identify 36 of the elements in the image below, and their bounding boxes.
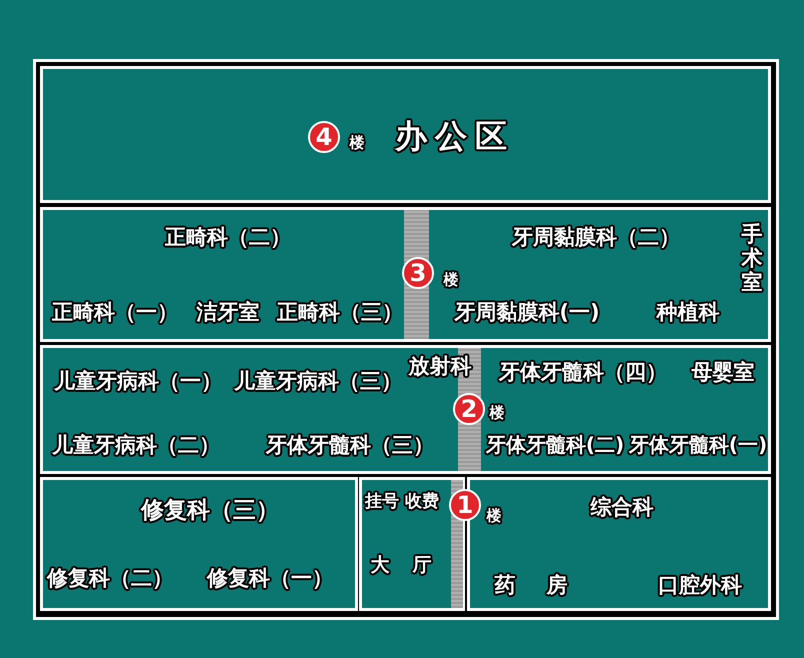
room-label: 牙体牙髓科（三） — [266, 432, 434, 459]
room-label: 修复科（三） — [141, 496, 279, 526]
room-label: 正畸科（二） — [165, 224, 291, 251]
room-label: 正畸科（三） — [277, 299, 403, 326]
floor-panel — [40, 66, 771, 203]
room-label: 修复科（二） — [47, 565, 173, 592]
room-label: 母婴室 — [692, 359, 754, 386]
floor-number-badge: 4 — [308, 121, 340, 153]
area-title: 办公区 — [395, 116, 515, 157]
room-label: 大 厅 — [370, 553, 440, 578]
room-label: 口腔外科 — [658, 572, 742, 599]
floor-label: 楼 — [350, 134, 364, 152]
floor-panel — [40, 207, 771, 342]
room-label: 挂号 收费 — [365, 490, 439, 512]
room-label: 手术室 — [740, 222, 764, 294]
floor-label: 楼 — [444, 270, 458, 290]
room-label: 儿童牙病科（一） — [54, 368, 222, 395]
room-label: 洁牙室 — [196, 299, 260, 326]
floor-label: 楼 — [486, 506, 502, 526]
room-label: 综合科 — [590, 494, 654, 521]
floor-number-badge: 3 — [402, 257, 434, 289]
room-label: 牙周黏膜科（二） — [512, 224, 680, 251]
room-label: 牙体牙髓科（四） — [499, 359, 667, 386]
room-panel — [40, 477, 358, 611]
floor-panel — [40, 345, 771, 474]
room-label: 儿童牙病科（三） — [234, 368, 402, 395]
room-label: 牙周黏膜科(一) — [454, 299, 600, 326]
room-label: 修复科（一） — [207, 565, 333, 592]
room-label: 儿童牙病科（二） — [52, 432, 220, 459]
room-label: 牙体牙髓科(一) — [628, 432, 768, 458]
room-label: 种植科 — [656, 299, 720, 326]
room-label: 牙体牙髓科(二) — [486, 432, 624, 458]
floor-number-badge: 2 — [453, 393, 485, 425]
room-label: 药 房 — [494, 572, 580, 599]
room-label: 正畸科（一） — [52, 299, 178, 326]
floor-label: 楼 — [490, 404, 504, 422]
